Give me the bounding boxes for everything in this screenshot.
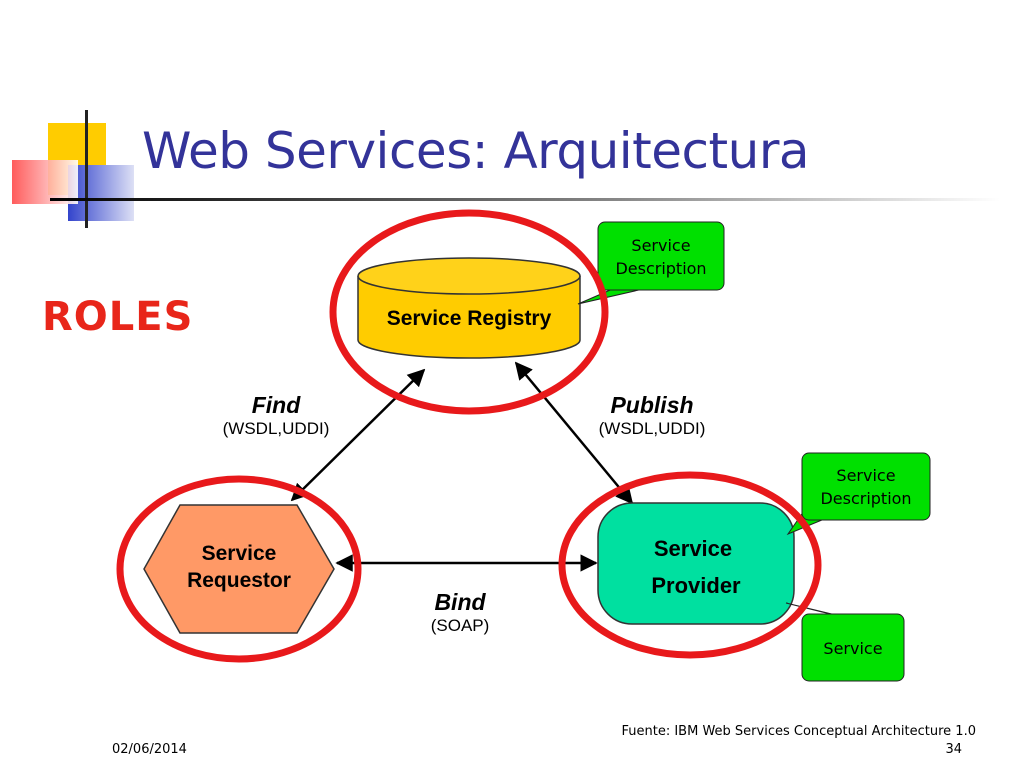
find-detail: (WSDL,UDDI) [222,419,330,438]
provider-service-callout: Service [823,639,883,658]
bind-operation-label: Bind (SOAP) [380,589,540,636]
find-label: Find [251,392,301,418]
provider-line-2: Provider [651,573,741,599]
provider-service-description-callout: Service Description [802,464,930,510]
requestor-line-2: Requestor [187,569,291,593]
publish-detail: (WSDL,UDDI) [598,419,706,438]
provider-description-callout-box [801,452,931,521]
provider-box-shape [597,502,795,625]
registry-cylinder-shape [357,257,581,359]
bind-detail: (SOAP) [430,616,490,635]
publish-label: Publish [610,392,694,418]
red-block [12,160,78,204]
page-title: Web Services: Arquitectura [142,122,810,180]
find-operation-label: Find (WSDL,UDDI) [196,392,356,439]
source-note: Fuente: IBM Web Services Conceptual Arch… [621,724,977,739]
service-registry-label: Service Registry [386,307,552,330]
vertical-rule [85,110,88,228]
registry-callout-box [597,221,725,291]
bind-label: Bind [434,589,486,615]
callout-line: Service [836,466,896,485]
slide-date: 02/06/2014 [112,742,187,757]
callout-line: Description [820,489,912,509]
requestor-role-ring [116,475,362,663]
find-arrow [290,368,426,502]
provider-line-1: Service [653,536,733,561]
registry-service-description-callout: Service Description [598,234,724,280]
callout-line: Description [615,259,707,279]
callout-line: Service [631,236,691,255]
roles-label: ROLES [42,294,194,340]
requestor-hexagon-shape [143,504,335,634]
requestor-line-1: Service [201,542,277,565]
title-underline [50,198,1000,201]
slide-number: 34 [945,742,962,757]
publish-arrow [514,361,634,505]
publish-operation-label: Publish (WSDL,UDDI) [572,392,732,439]
service-provider-label: Service Provider [598,530,794,605]
provider-role-ring [558,471,822,659]
registry-role-ring [329,209,609,415]
blue-block [68,165,134,221]
provider-service-callout-box [801,613,905,682]
service-requestor-label: Service Requestor [144,540,334,595]
